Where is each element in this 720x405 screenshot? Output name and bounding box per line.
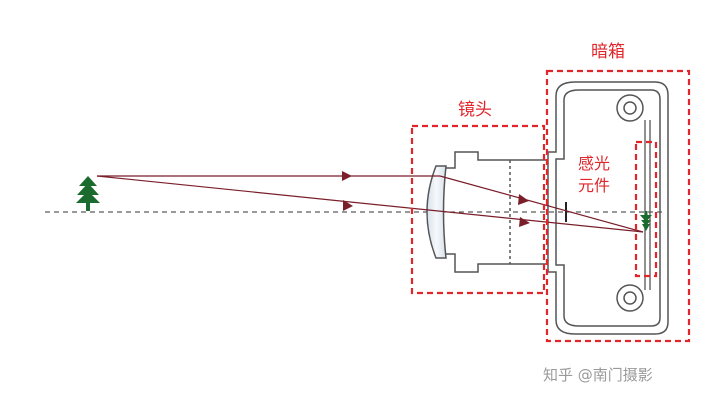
watermark: 知乎 @南门摄影	[543, 366, 653, 384]
sensor-label-line1: 感光	[578, 154, 611, 173]
ray-arrows	[342, 171, 530, 227]
camera-body	[547, 81, 669, 335]
lens-outline	[410, 124, 546, 295]
light-rays	[96, 175, 644, 233]
film-roller-top	[616, 94, 644, 122]
sensor-label-line2: 元件	[578, 176, 611, 195]
sensor-outline	[634, 140, 658, 278]
annotation-boxes	[410, 69, 691, 343]
film-roller-bottom	[616, 284, 644, 312]
inverted-tree-icon	[640, 211, 652, 231]
lens-label: 镜头	[458, 100, 492, 120]
lens-element	[426, 165, 447, 259]
tree-icon	[76, 176, 100, 211]
lens-barrel	[435, 151, 548, 273]
camera-box-outline	[545, 69, 691, 343]
camera-box-label: 暗箱	[591, 42, 625, 62]
